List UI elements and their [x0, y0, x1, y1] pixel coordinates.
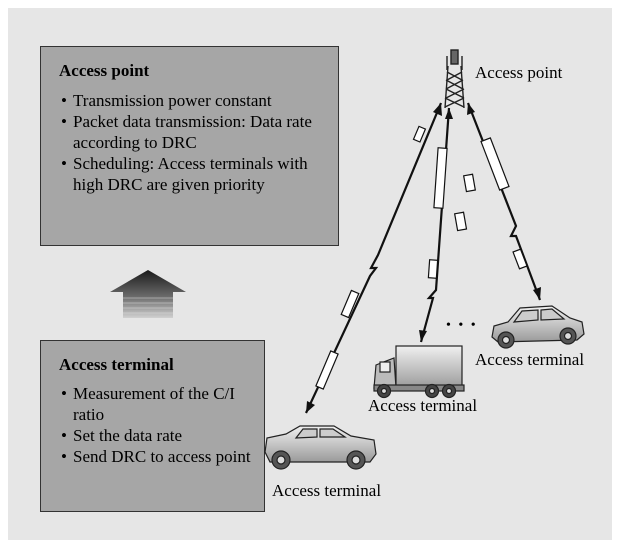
access-terminal-box-title: Access terminal: [59, 355, 174, 374]
data-packets-left: [315, 125, 427, 390]
truck-icon: [373, 345, 465, 399]
access-terminal-task-list: Measurement of the C/I ratio Set the dat…: [57, 383, 262, 467]
access-point-feature-list: Transmission power constant Packet data …: [57, 90, 335, 195]
access-terminal-label-right: Access terminal: [475, 350, 585, 369]
ellipsis-more-terminals: • • •: [446, 318, 478, 333]
floating-data-packets: [453, 173, 477, 232]
up-arrow-icon: [110, 270, 186, 318]
radio-link-center: [419, 107, 453, 343]
feature-scheduling: Scheduling: Access terminals with high D…: [57, 153, 335, 195]
data-packets-center: [427, 147, 448, 279]
access-terminal-label-truck: Access terminal: [368, 396, 478, 415]
radio-link-left: [305, 102, 443, 414]
access-point-label: Access point: [475, 63, 563, 82]
feature-packet-data: Packet data transmission: Data rate acco…: [57, 111, 313, 153]
data-packets-right: [480, 137, 528, 270]
access-point-box-title: Access point: [59, 61, 150, 80]
task-set-rate: Set the data rate: [57, 425, 262, 446]
task-send-drc: Send DRC to access point: [57, 446, 253, 467]
antenna-tower-icon: [444, 49, 465, 109]
car-icon-right: [491, 305, 585, 349]
radio-link-right: [466, 102, 542, 301]
task-measure-ci: Measurement of the C/I ratio: [57, 383, 251, 425]
access-terminal-info-box: Access terminal Measurement of the C/I r…: [40, 340, 265, 512]
access-point-info-box: Access point Transmission power constant…: [40, 46, 339, 246]
access-terminal-label-left: Access terminal: [272, 481, 382, 500]
car-icon-left: [264, 425, 377, 470]
feature-transmission-power: Transmission power constant: [57, 90, 335, 111]
